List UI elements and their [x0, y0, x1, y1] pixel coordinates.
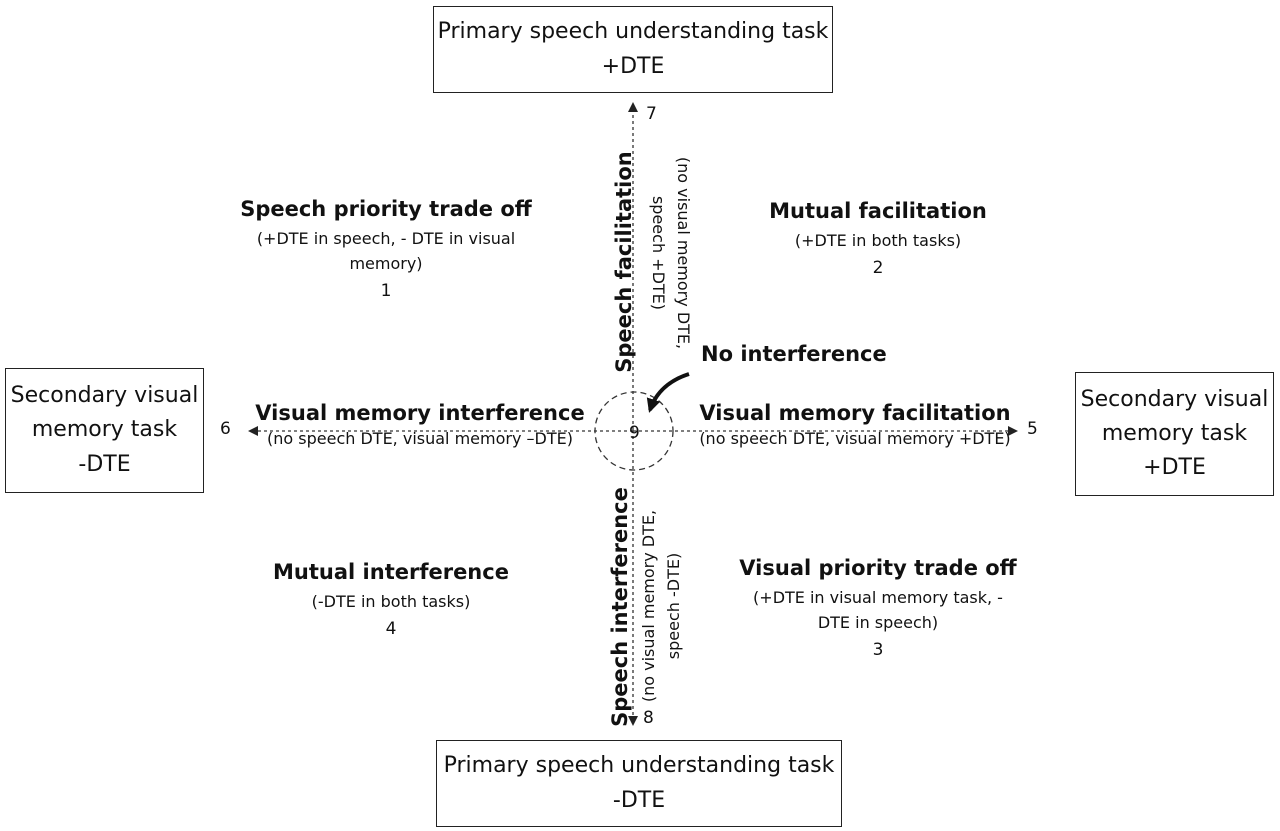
q2-title: Mutual facilitation: [769, 199, 987, 223]
q4-desc1: (-DTE in both tasks): [311, 592, 471, 611]
quadrant-mutual-facilitation: Mutual facilitation (+DTE in both tasks)…: [748, 199, 1008, 278]
box-bottom-line1: Primary speech understanding task: [443, 753, 835, 779]
q3-desc2: DTE in speech): [817, 612, 939, 632]
axis-number-bottom: 8: [643, 708, 654, 728]
q4-title: Mutual interference: [273, 560, 509, 584]
quadrant-speech-priority: Speech priority trade off (+DTE in speec…: [236, 197, 536, 301]
box-right-line2: memory task: [1101, 420, 1248, 446]
box-right-line3: +DTE: [1143, 455, 1206, 481]
vmf-desc: (no speech DTE, visual memory +DTE): [699, 429, 1011, 448]
axis-number-top: 7: [646, 104, 657, 124]
q1-title: Speech priority trade off: [240, 197, 532, 221]
no-interference-circle: [594, 391, 674, 471]
q4-number: 4: [385, 618, 397, 639]
si-title: Speech interference: [608, 487, 632, 727]
quadrant-visual-priority: Visual priority trade off (+DTE in visua…: [728, 556, 1028, 660]
q2-desc1: (+DTE in both tasks): [794, 231, 962, 250]
q3-number: 3: [872, 639, 884, 660]
vmi-title: Visual memory interference: [255, 401, 585, 425]
speech-interference-desc: (no visual memory DTE, speech -DTE): [637, 476, 685, 736]
speech-facilitation-desc: (no visual memory DTE, speech +DTE): [647, 123, 695, 383]
q1-desc1: (+DTE in speech, - DTE in visual: [256, 229, 516, 248]
box-bottom-line2: -DTE: [612, 787, 666, 813]
visual-memory-facilitation-label: Visual memory facilitation (no speech DT…: [685, 401, 1025, 452]
box-left-line2: memory task: [31, 417, 178, 443]
axis-number-center: 9: [629, 423, 640, 443]
axis-number-left: 6: [220, 419, 231, 439]
box-primary-speech-positive: Primary speech understanding task +DTE: [433, 6, 833, 93]
quadrant-mutual-interference: Mutual interference (-DTE in both tasks)…: [261, 560, 521, 639]
box-left-line3: -DTE: [78, 451, 131, 477]
speech-interference-label: Speech interference: [608, 457, 636, 757]
visual-memory-interference-label: Visual memory interference (no speech DT…: [250, 401, 590, 452]
q1-number: 1: [380, 280, 392, 301]
axis-number-right: 5: [1027, 419, 1038, 439]
q3-desc1: (+DTE in visual memory task, -: [753, 588, 1003, 607]
box-right-line1: Secondary visual: [1080, 386, 1269, 412]
q1-desc2: memory): [349, 253, 423, 273]
si-desc1: (no visual memory DTE,: [639, 509, 658, 703]
q2-number: 2: [872, 257, 884, 278]
box-secondary-visual-negative: Secondary visual memory task -DTE: [5, 368, 204, 493]
sf-title: Speech facilitation: [612, 151, 636, 373]
vmi-desc: (no speech DTE, visual memory –DTE): [267, 429, 573, 448]
sf-desc1: (no visual memory DTE,: [674, 156, 693, 350]
box-top-line2: +DTE: [601, 53, 665, 79]
no-interference-label: No interference: [701, 342, 887, 366]
si-desc2: speech -DTE): [663, 552, 683, 660]
no-interference-arrow: [646, 372, 690, 413]
sf-desc2: speech +DTE): [649, 195, 669, 311]
vmf-title: Visual memory facilitation: [699, 401, 1011, 425]
box-left-line1: Secondary visual: [10, 383, 199, 409]
box-primary-speech-negative: Primary speech understanding task -DTE: [436, 740, 842, 827]
box-top-line1: Primary speech understanding task: [437, 19, 829, 45]
q3-title: Visual priority trade off: [739, 556, 1017, 580]
box-secondary-visual-positive: Secondary visual memory task +DTE: [1075, 372, 1274, 496]
